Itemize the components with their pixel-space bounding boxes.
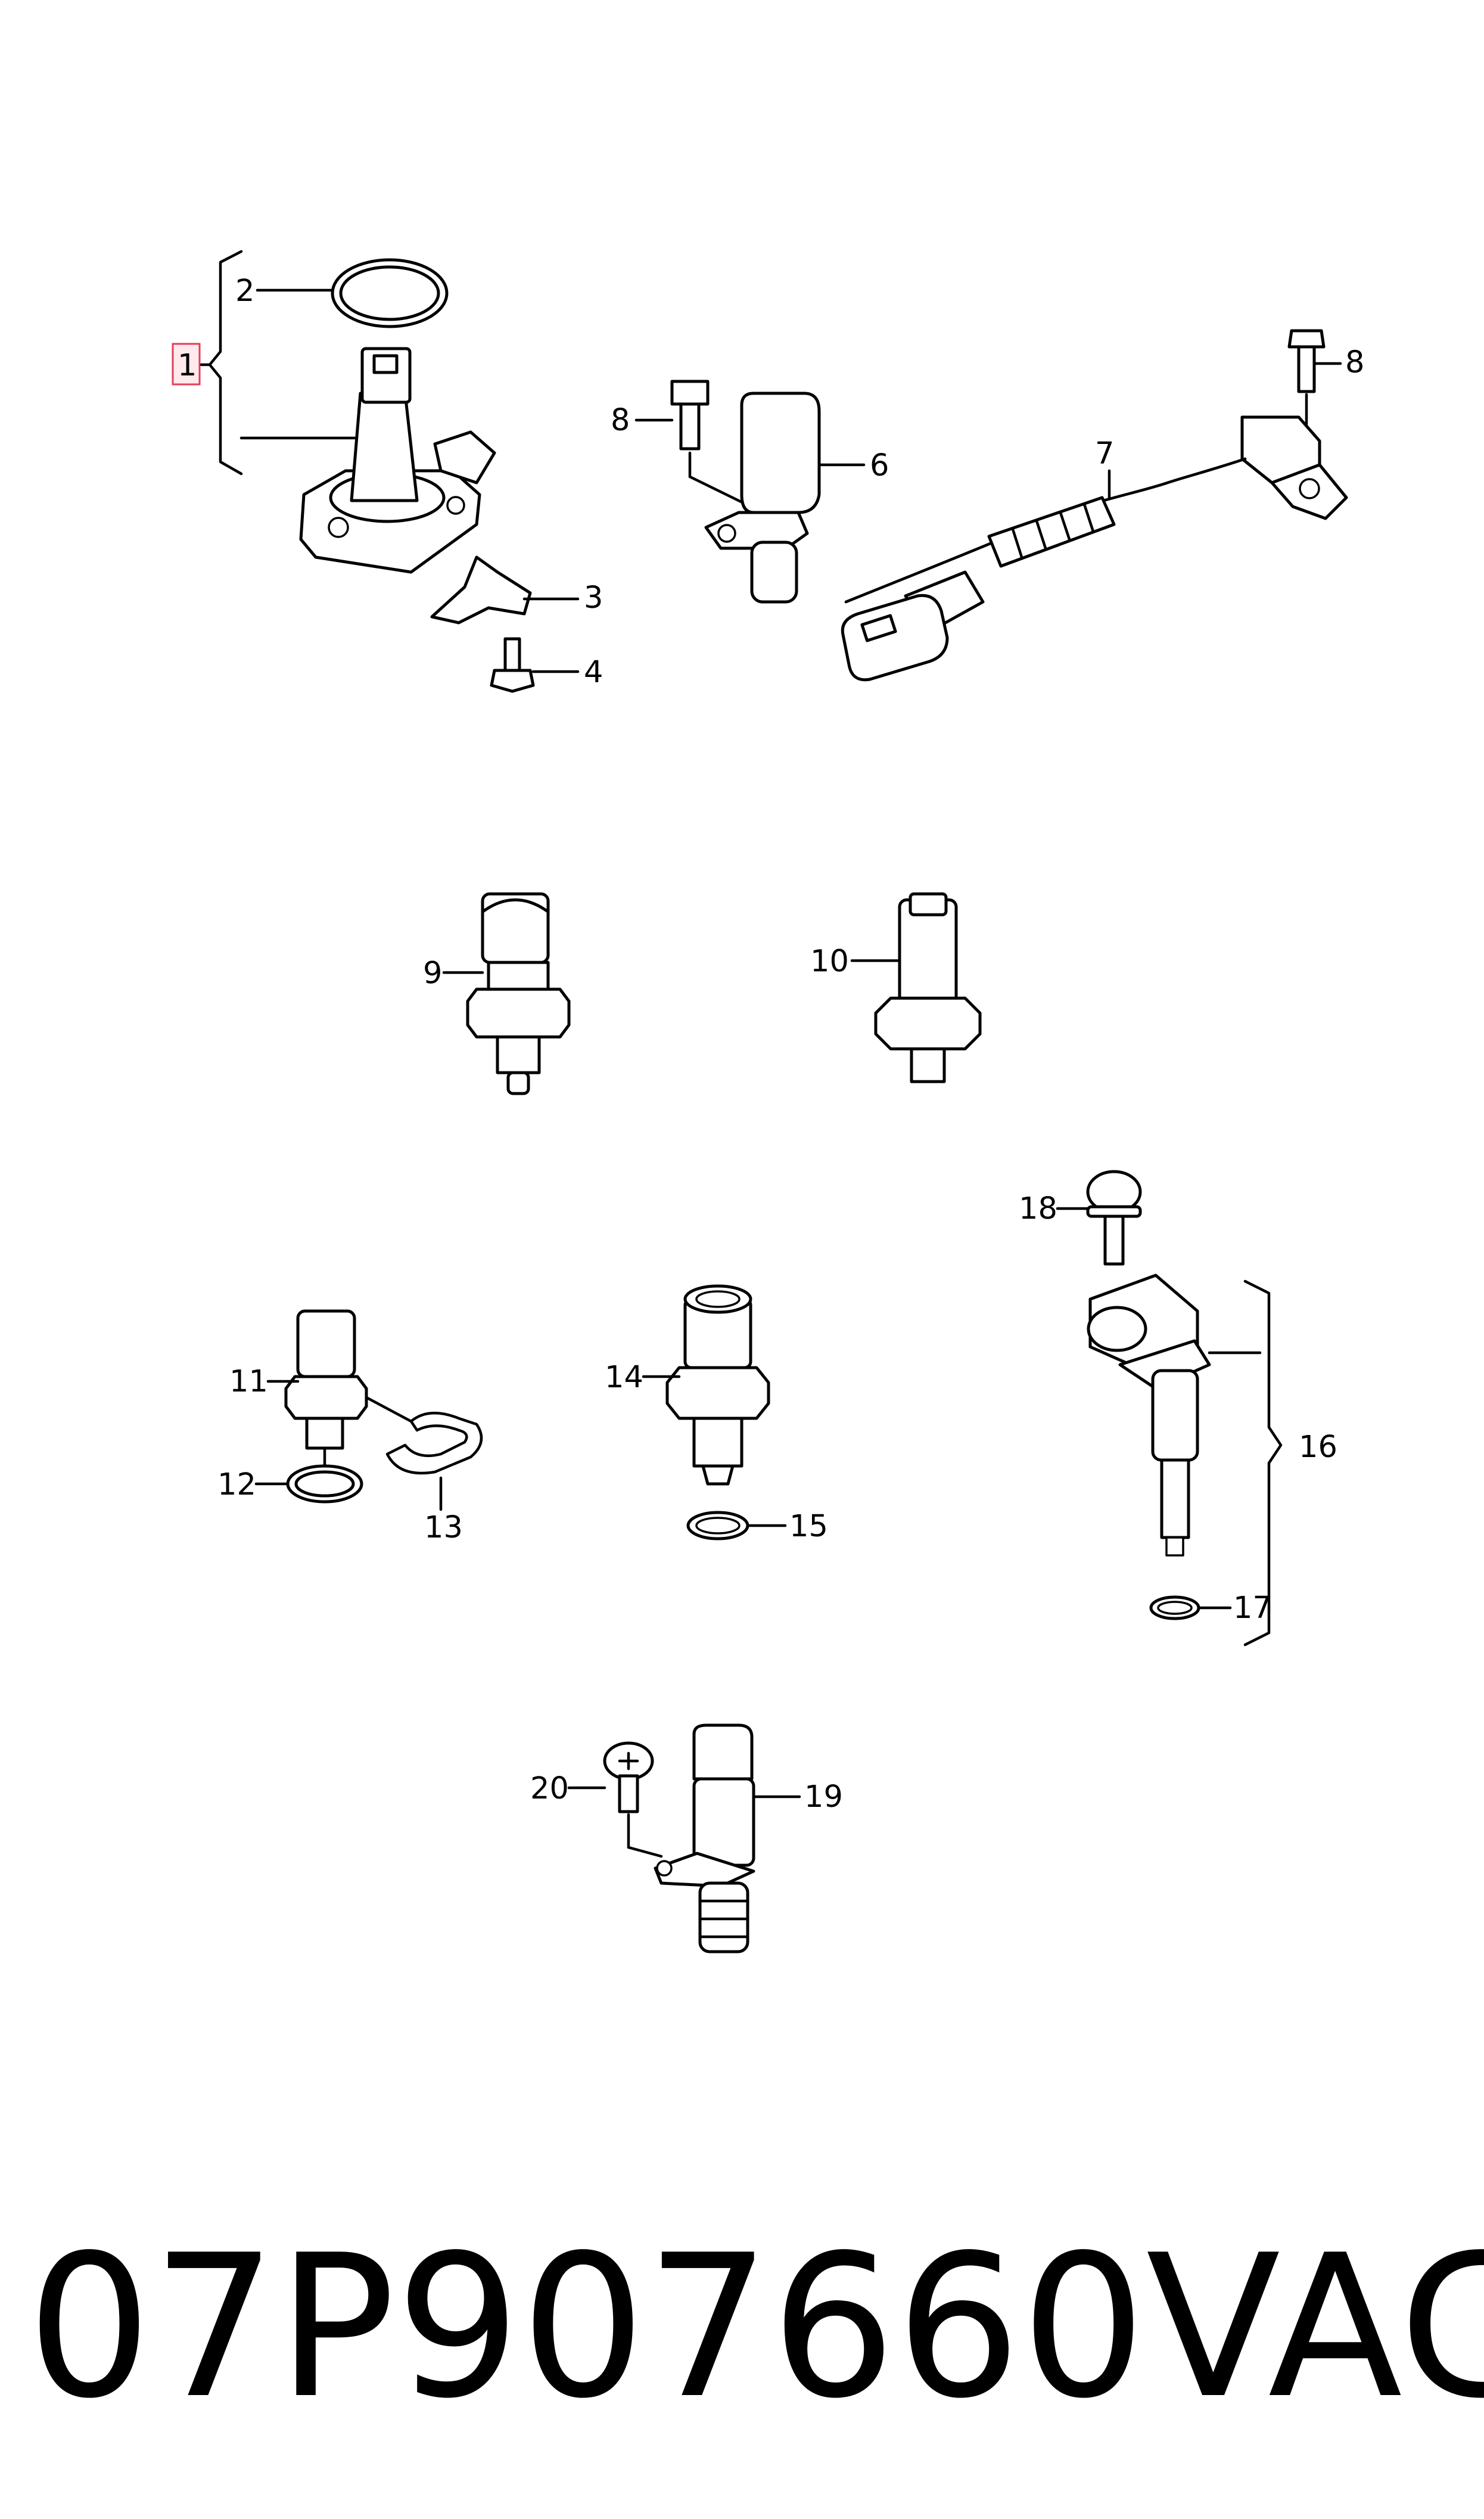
callout-3[interactable]: 3	[584, 580, 603, 616]
part-7-corrugated-sleeve	[987, 496, 1116, 568]
callout-1-highlight	[172, 343, 201, 386]
part-4-bolt-head	[490, 669, 535, 693]
part-12-o-ring-inner	[294, 1470, 355, 1498]
part-1-side-plug	[433, 430, 496, 484]
part-14-group: 14 15	[605, 1284, 828, 1544]
part-16-probe-tip	[1165, 1536, 1184, 1557]
part-6-flange-hole	[717, 524, 736, 543]
callout-19[interactable]: 19	[804, 1779, 843, 1815]
part-10-top-tab	[909, 892, 948, 917]
part-17-o-ring-inner	[1157, 1601, 1193, 1615]
sleeve-rib-3	[1059, 511, 1071, 541]
part-1-sensor-stem	[350, 392, 419, 502]
part-10-group: 10	[810, 892, 982, 1083]
callout-16[interactable]: 16	[1299, 1430, 1337, 1465]
part-16-body	[1151, 1369, 1199, 1462]
part-19-flange-hole	[656, 1860, 673, 1877]
part-8-bolt-shank-a	[679, 402, 701, 451]
part-9-hex	[466, 987, 571, 1039]
callout-10[interactable]: 10	[810, 944, 849, 979]
part-6-connector-body	[740, 392, 821, 514]
part-7-group: 8 7	[841, 329, 1364, 682]
callout-15[interactable]: 15	[789, 1509, 828, 1544]
callout-12[interactable]: 12	[217, 1467, 256, 1502]
part-10-hex	[874, 996, 982, 1051]
callout-2[interactable]: 2	[235, 274, 254, 309]
part-13-clip	[385, 1411, 483, 1475]
part-8-bolt-shank-b	[1297, 345, 1316, 393]
part-7-plug-latch	[860, 614, 897, 642]
part-11-group: 11 12 13	[217, 1309, 483, 1545]
callout-14[interactable]: 14	[605, 1360, 643, 1395]
part-8-bolt-head-b	[1287, 329, 1326, 349]
part-9-collar	[487, 961, 550, 991]
callout-18[interactable]: 18	[1019, 1191, 1057, 1226]
part-14-thread	[692, 1417, 743, 1468]
parts-diagram: 1 2 3 4 8	[172, 250, 1364, 1953]
part-19-flange	[654, 1852, 755, 1888]
part-19-body	[692, 1777, 755, 1867]
part-1-group: 1 2 3 4	[172, 250, 603, 693]
callout-9[interactable]: 9	[423, 956, 442, 991]
part-9-thread	[496, 1035, 541, 1074]
callout-17[interactable]: 17	[1233, 1591, 1272, 1626]
footer: 07P907660 VAG	[27, 2213, 1484, 2442]
part-19-group: 20 19	[530, 1723, 843, 1953]
part-11-thread	[305, 1417, 344, 1450]
bracket-part-16	[1243, 1279, 1283, 1647]
part-9-tip	[506, 1071, 530, 1095]
callout-11[interactable]: 11	[229, 1364, 268, 1399]
sleeve-rib-1	[1011, 527, 1023, 559]
callout-20[interactable]: 20	[530, 1771, 569, 1806]
sleeve-rib-4	[1082, 502, 1095, 533]
part-number: 07P907660	[27, 2213, 1146, 2442]
sleeve-rib-2	[1035, 519, 1047, 550]
part-6-sensor-tip	[750, 541, 798, 604]
part-14-tip	[701, 1464, 735, 1486]
part-7-plug-connector	[841, 594, 949, 682]
part-20-torx	[618, 1751, 639, 1771]
part-15-o-ring-inner	[695, 1517, 741, 1535]
part-14-top-inner	[695, 1290, 741, 1308]
part-1-bolt-hole-2	[446, 496, 465, 515]
part-16-probe	[1160, 1458, 1190, 1539]
part-11-connector	[296, 1309, 356, 1378]
callout-8a[interactable]: 8	[611, 403, 630, 438]
assembly-line-20b	[627, 1846, 663, 1858]
part-18-bolt-shank	[1103, 1215, 1125, 1266]
part-2-o-ring-inner	[339, 265, 440, 321]
leader-11b	[365, 1396, 413, 1423]
part-10-thread	[910, 1047, 946, 1083]
part-16-connector-ring	[1087, 1306, 1147, 1352]
part-1-connector-slot	[372, 354, 399, 374]
callout-7[interactable]: 7	[1095, 436, 1114, 471]
part-19-connector	[692, 1723, 754, 1781]
part-4-bolt-shank	[503, 637, 521, 673]
part-9-group: 9	[423, 892, 571, 1095]
part-11-hex	[284, 1375, 368, 1420]
part-19-spool	[698, 1881, 749, 1953]
part-3-bracket	[430, 555, 532, 625]
part-16-group: 18 17 16	[1019, 1170, 1337, 1647]
part-7-flange-hole	[1299, 478, 1320, 499]
part-9-connector-cap	[481, 898, 550, 914]
assembly-line-8a-2	[688, 475, 746, 505]
part-8-bolt-head-a	[670, 380, 710, 406]
callout-13[interactable]: 13	[424, 1510, 463, 1545]
part-1-bolt-hole-1	[328, 517, 349, 538]
brand-name: VAG	[1146, 2213, 1484, 2442]
callout-6[interactable]: 6	[870, 448, 889, 483]
part-6-group: 8 6	[611, 380, 889, 604]
callout-8b[interactable]: 8	[1345, 345, 1364, 380]
part-14-hex	[665, 1366, 770, 1420]
part-20-screw-shank	[618, 1774, 639, 1813]
callout-4[interactable]: 4	[584, 655, 603, 690]
part-16-flange	[1118, 1339, 1211, 1390]
callout-1[interactable]: 1	[178, 348, 197, 383]
